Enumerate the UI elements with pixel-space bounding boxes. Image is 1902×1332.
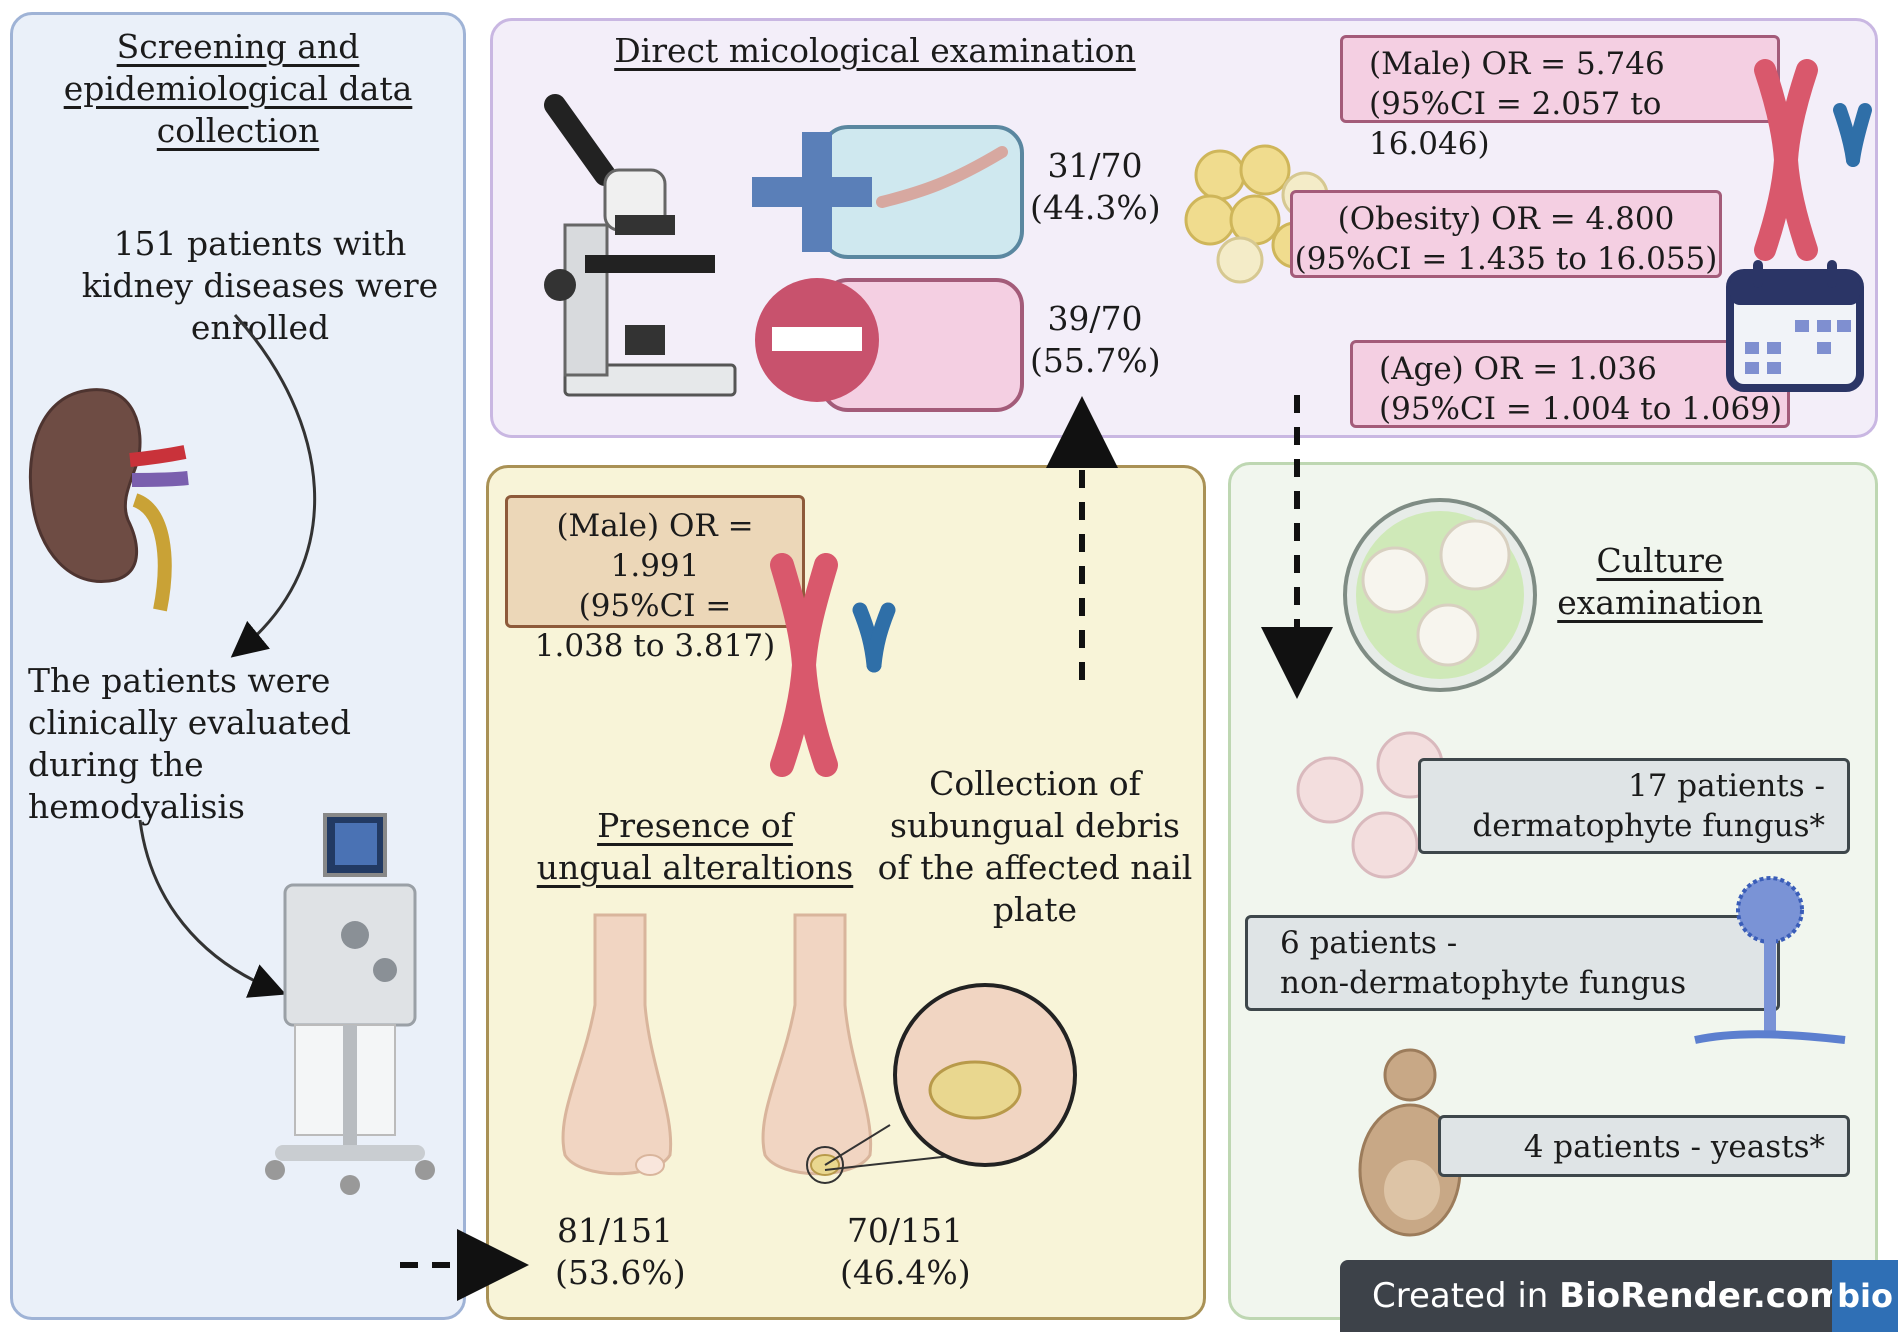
collection-count: 70/151 bbox=[846, 1211, 964, 1250]
collection-stats: 70/151 (46.4%) bbox=[840, 1210, 971, 1294]
non-dermatophyte-line1: 6 patients - bbox=[1280, 925, 1458, 961]
ungual-or-line1: (Male) OR = 1.991 bbox=[556, 508, 754, 584]
direct-examination-title: Direct micological examination bbox=[614, 31, 1136, 70]
screening-title: Screening and epidemiological data colle… bbox=[63, 27, 413, 150]
presence-count: 81/151 bbox=[556, 1211, 674, 1250]
presence-pct: (53.6%) bbox=[555, 1253, 686, 1292]
negative-pct: (55.7%) bbox=[1030, 341, 1161, 380]
microscope-icon bbox=[544, 94, 737, 397]
collection-title: Collection of subungual debris of the af… bbox=[877, 764, 1193, 929]
mold-conidiophore-icon bbox=[1694, 876, 1846, 1044]
chromosome-icon bbox=[770, 553, 896, 777]
petri-dish-icon bbox=[1343, 498, 1537, 692]
watermark-prefix: Created in bbox=[1372, 1276, 1560, 1316]
negative-stats: 39/70 (55.7%) bbox=[1030, 298, 1161, 382]
age-or-line1: (Age) OR = 1.036 bbox=[1379, 351, 1657, 387]
presence-title: Presence of ungual alteraltions bbox=[536, 806, 854, 887]
kidney-icon bbox=[28, 388, 189, 612]
ungual-or-line3: 1.038 to 3.817) bbox=[534, 628, 776, 664]
male-or-line1: (Male) OR = 5.746 bbox=[1369, 46, 1665, 82]
foot-icon bbox=[561, 913, 673, 1176]
obesity-or-box: (Obesity) OR = 4.800 (95%CI = 1.435 to 1… bbox=[1290, 190, 1722, 278]
nail-magnifier-icon bbox=[824, 983, 1077, 1171]
male-or-box-ungual: (Male) OR = 1.991 (95%CI = 1.038 to 3.81… bbox=[505, 495, 805, 664]
obesity-or-line2: (95%CI = 1.435 to 16.055) bbox=[1294, 241, 1718, 277]
presence-stats: 81/151 (53.6%) bbox=[555, 1210, 686, 1294]
negative-count: 39/70 bbox=[1047, 299, 1143, 338]
collection-pct: (46.4%) bbox=[840, 1253, 971, 1292]
dermatophyte-line1: 17 patients - bbox=[1627, 768, 1825, 804]
evaluated-text: The patients were clinically evaluated d… bbox=[28, 661, 352, 826]
positive-pct: (44.3%) bbox=[1030, 188, 1161, 227]
culture-title: Culture examination bbox=[1557, 541, 1763, 622]
dermatophyte-line2: dermatophyte fungus* bbox=[1472, 808, 1825, 844]
calendar-icon bbox=[1726, 260, 1864, 392]
obesity-or-line1: (Obesity) OR = 4.800 bbox=[1337, 201, 1675, 237]
dermatophyte-colony-icon bbox=[1296, 731, 1444, 879]
male-or-box-direct: (Male) OR = 5.746 (95%CI = 2.057 to 16.0… bbox=[1340, 35, 1780, 162]
hemodialysis-machine-icon bbox=[265, 813, 435, 1195]
positive-stats: 31/70 (44.3%) bbox=[1030, 145, 1161, 229]
yeasts-line: 4 patients - yeasts* bbox=[1523, 1129, 1825, 1165]
male-or-line2: (95%CI = 2.057 to 16.046) bbox=[1369, 86, 1662, 162]
negative-result-icon bbox=[755, 278, 1024, 412]
biorender-logo: bio bbox=[1832, 1260, 1898, 1332]
dermatophyte-box: 17 patients - dermatophyte fungus* bbox=[1418, 758, 1850, 854]
age-or-box: (Age) OR = 1.036 (95%CI = 1.004 to 1.069… bbox=[1350, 340, 1790, 428]
ungual-or-line2: (95%CI = bbox=[578, 588, 732, 624]
non-dermatophyte-box: 6 patients - non-dermatophyte fungus bbox=[1245, 915, 1780, 1011]
positive-result-icon bbox=[752, 125, 1024, 259]
positive-count: 31/70 bbox=[1047, 146, 1143, 185]
yeasts-box: 4 patients - yeasts* bbox=[1438, 1115, 1850, 1177]
chromosome-icon bbox=[1754, 59, 1872, 261]
enrolled-text: 151 patients with kidney diseases were e… bbox=[81, 224, 439, 347]
yeast-cell-icon bbox=[1358, 1048, 1462, 1237]
age-or-line2: (95%CI = 1.004 to 1.069) bbox=[1379, 391, 1783, 427]
watermark-brand: BioRender.com bbox=[1559, 1276, 1845, 1316]
non-dermatophyte-line2: non-dermatophyte fungus bbox=[1280, 965, 1687, 1001]
